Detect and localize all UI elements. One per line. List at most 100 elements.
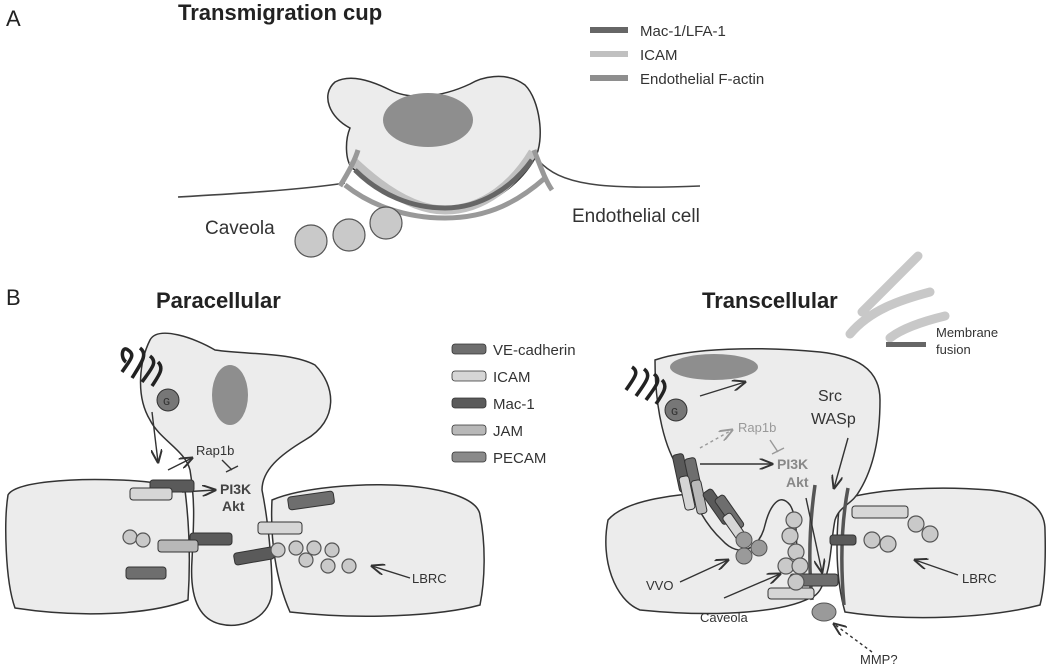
- membrane-fusion-label-1: Membrane: [936, 325, 998, 340]
- panel-b: B Paracellular ɢ Rap1b PI3K Akt: [5, 251, 1046, 667]
- para-ves-7: [298, 552, 314, 568]
- trans-mac1-1: [829, 534, 857, 546]
- trans-arrow-src: [834, 437, 849, 488]
- trans-caveola-label: Caveola: [700, 610, 748, 625]
- panel-a-title: Transmigration cup: [178, 0, 382, 25]
- trans-mmp-vesicle: [811, 602, 837, 622]
- para-icam-1: [129, 487, 173, 501]
- para-ves-9: [341, 558, 357, 574]
- legend-a-swatch-2: [590, 75, 628, 81]
- para-ves-5: [306, 540, 322, 556]
- para-ves-1: [122, 529, 138, 545]
- legend-b-swatch-4: [451, 451, 487, 463]
- legend-a-swatch-0: [590, 27, 628, 33]
- para-mac1-2: [189, 532, 233, 546]
- trans-rap1b: Rap1b: [738, 420, 776, 435]
- para-lbrc-arrow: [372, 566, 411, 579]
- trans-gpcr-icon: [624, 365, 667, 405]
- trans-ves-1: [785, 511, 803, 529]
- legend-b-swatch-2: [451, 397, 487, 409]
- legend-a-swatch-1: [590, 51, 628, 57]
- trans-ves-2: [781, 527, 799, 545]
- trans-ves-8: [879, 535, 897, 553]
- trans-vvo-label: VVO: [646, 578, 673, 593]
- para-icam-2: [257, 521, 303, 535]
- para-lbrc-label: LBRC: [412, 571, 447, 586]
- legend-b-label-2: Mac-1: [493, 396, 535, 413]
- gpcr-receptor-icon: [120, 346, 163, 387]
- trans-mmp-arrow: [834, 624, 873, 653]
- trans-lbrc-label: LBRC: [962, 571, 997, 586]
- legend-panel-a: Mac-1/LFA-1 ICAM Endothelial F-actin: [590, 23, 764, 88]
- trans-vvo-2: [750, 539, 768, 557]
- para-pi3k: PI3K: [220, 481, 251, 497]
- para-vecadherin-2: [125, 566, 167, 580]
- para-ves-2: [135, 532, 151, 548]
- trans-vvo-3: [735, 547, 753, 565]
- g-protein-glyph: ɢ: [163, 393, 170, 408]
- trans-adhesion-cluster-1: [672, 453, 708, 515]
- mac1-lfa1-cup: [353, 158, 535, 211]
- trans-lbrc-arrow: [915, 560, 959, 576]
- trans-akt: Akt: [786, 474, 809, 490]
- transcellular-title: Transcellular: [702, 288, 838, 313]
- membrane-fusion-swatch: [886, 342, 926, 347]
- legend-b-label-1: ICAM: [493, 369, 531, 386]
- trans-g-protein-icon: [664, 398, 688, 422]
- trans-src: Src: [818, 388, 842, 405]
- legend-b-label-3: JAM: [493, 423, 523, 440]
- panel-b-letter: B: [6, 285, 21, 310]
- endothelial-surface-left: [177, 182, 346, 198]
- paracellular-leukocyte-nucleus: [212, 365, 248, 425]
- paracellular-title: Paracellular: [156, 288, 281, 313]
- para-rap1b: Rap1b: [196, 443, 234, 458]
- legend-a-label-1: ICAM: [640, 47, 678, 64]
- para-vecadherin-1: [287, 490, 335, 511]
- caveola-2: [332, 218, 366, 252]
- legend-b-swatch-3: [451, 424, 487, 436]
- caveola-1: [294, 224, 328, 258]
- leukocyte-nucleus: [383, 93, 473, 147]
- trans-caveola-arrow: [723, 574, 780, 599]
- trans-membrane-left: [808, 484, 817, 601]
- panel-a-letter: A: [6, 6, 21, 31]
- rap1b-inhibit-pi3k: [221, 459, 239, 473]
- trans-endothelial-right: [836, 487, 1046, 619]
- endothelial-surface-right: [537, 159, 701, 189]
- trans-ves-7: [863, 531, 881, 549]
- membrane-fusion-icon: [845, 251, 950, 343]
- legend-a-label-2: Endothelial F-actin: [640, 71, 764, 88]
- trans-rap1b-inhibit: [769, 439, 785, 455]
- panel-a: A Transmigration cup Caveola Endothelial…: [6, 0, 764, 258]
- trans-wasp: WASp: [811, 411, 856, 428]
- trans-vvo-1: [735, 531, 753, 549]
- legend-b-label-0: VE-cadherin: [493, 342, 576, 359]
- trans-ves-6: [787, 573, 805, 591]
- trans-arrow-rap1b: [699, 430, 732, 449]
- para-jam-1: [157, 539, 199, 553]
- trans-arrow-akt: [805, 497, 822, 572]
- arrow-to-rap1b: [167, 458, 192, 471]
- f-actin-cup: [337, 149, 555, 221]
- legend-b-swatch-0: [451, 343, 487, 355]
- trans-ves-10: [921, 525, 939, 543]
- trans-mmp-label: MMP?: [860, 652, 898, 667]
- trans-ves-9: [907, 515, 925, 533]
- paracellular-endothelial-right: [270, 484, 485, 617]
- endothelial-cell-label: Endothelial cell: [572, 206, 700, 227]
- arrow-g-to-rap1b: [152, 411, 158, 462]
- caveola-label: Caveola: [205, 218, 275, 239]
- legend-b-swatch-1: [451, 370, 487, 382]
- legend-a-label-0: Mac-1/LFA-1: [640, 23, 726, 40]
- paracellular-diagram: Paracellular ɢ Rap1b PI3K Akt: [5, 288, 485, 626]
- legend-panel-b: VE-cadherin ICAM Mac-1 JAM PECAM: [451, 342, 576, 467]
- g-protein-icon: [156, 388, 180, 412]
- trans-leukocyte-nucleus: [670, 354, 758, 380]
- trans-icam-2: [767, 587, 815, 600]
- trans-icam-1: [851, 505, 909, 519]
- trans-arrow-g: [699, 382, 745, 397]
- para-ves-3: [270, 542, 286, 558]
- membrane-fusion-label-2: fusion: [936, 342, 971, 357]
- caveola-3: [369, 206, 403, 240]
